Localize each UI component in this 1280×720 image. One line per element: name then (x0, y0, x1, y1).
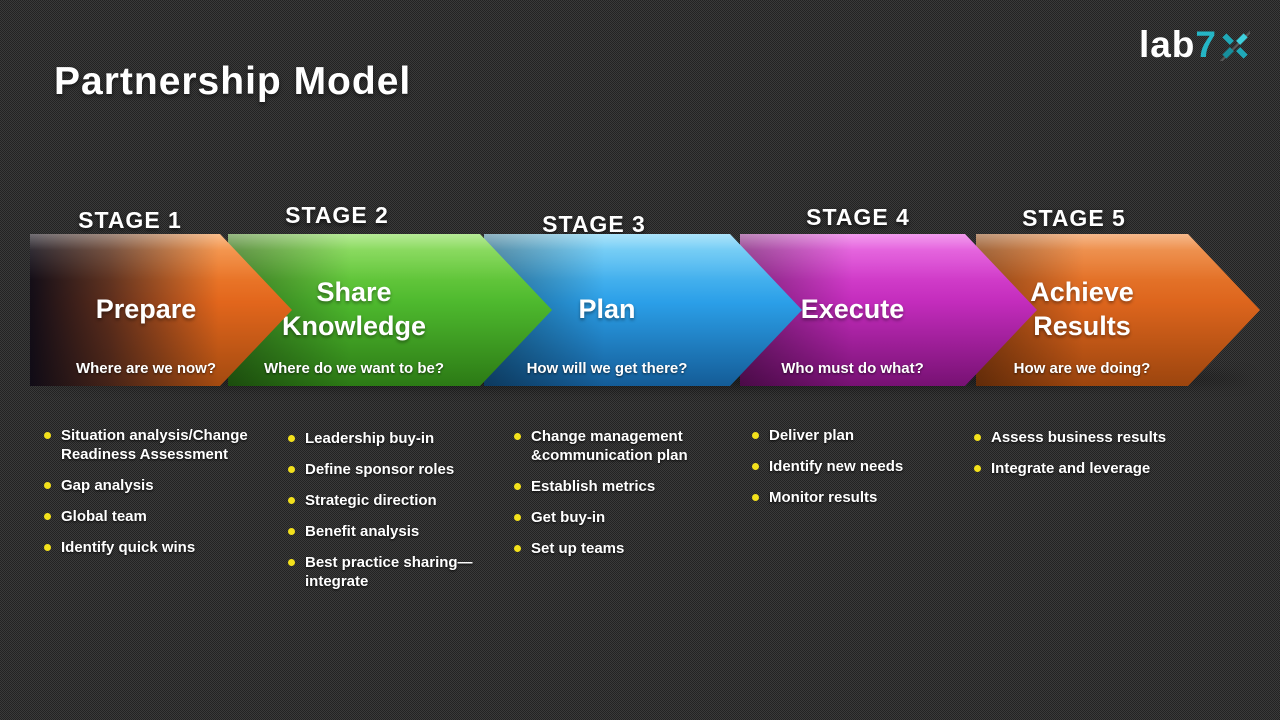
bullet-item: Best practice sharing—integrate (288, 553, 488, 591)
stage-name: Share Knowledge (281, 277, 426, 341)
stage-question: Who must do what? (781, 360, 924, 377)
bullet-item: Define sponsor roles (288, 460, 488, 479)
stage-name: Prepare (95, 294, 197, 325)
stage-arrow-execute: Execute Who must do what? (740, 234, 1037, 386)
bullet-item: Integrate and leverage (974, 459, 1209, 478)
logo: lab 7 (1138, 24, 1255, 66)
bullet-item: Benefit analysis (288, 522, 488, 541)
stage-label-5: STAGE 5 (1022, 205, 1126, 231)
bullet-item: Global team (44, 507, 282, 526)
stage-name: Execute (800, 294, 905, 325)
stage-name: Plan (578, 294, 636, 325)
bullet-item: Gap analysis (44, 476, 282, 495)
bullet-list-stage-1: Situation analysis/Change Readiness Asse… (44, 426, 282, 569)
stage-question: How will we get there? (526, 360, 688, 377)
bullet-item: Leadership buy-in (288, 429, 488, 448)
logo-text-seven: 7 (1195, 24, 1217, 65)
bullet-item: Monitor results (752, 488, 962, 507)
bullet-item: Situation analysis/Change Readiness Asse… (44, 426, 282, 464)
bullet-item: Change management &communication plan (514, 427, 712, 465)
logo-x-icon (1216, 27, 1255, 65)
stage-name: Achieve Results (1030, 277, 1134, 341)
bullet-item: Deliver plan (752, 426, 962, 445)
page-title: Partnership Model (54, 60, 412, 103)
stage-question: Where are we now? (75, 360, 217, 377)
bullet-item: Identify new needs (752, 457, 962, 476)
stage-label-1: STAGE 1 (78, 207, 182, 233)
stage-question: Where do we want to be? (263, 360, 444, 377)
bullet-item: Get buy-in (514, 508, 712, 527)
stage-label-2: STAGE 2 (285, 202, 389, 228)
stage-label-3: STAGE 3 (542, 211, 646, 237)
bullet-item: Set up teams (514, 539, 712, 558)
bullet-item: Establish metrics (514, 477, 712, 496)
bullet-item: Identify quick wins (44, 538, 282, 557)
bullet-item: Strategic direction (288, 491, 488, 510)
stage-label-4: STAGE 4 (806, 204, 910, 230)
logo-text-lab: lab (1138, 24, 1196, 65)
stage-question: How are we doing? (1013, 360, 1151, 377)
bullet-item: Assess business results (974, 428, 1209, 447)
